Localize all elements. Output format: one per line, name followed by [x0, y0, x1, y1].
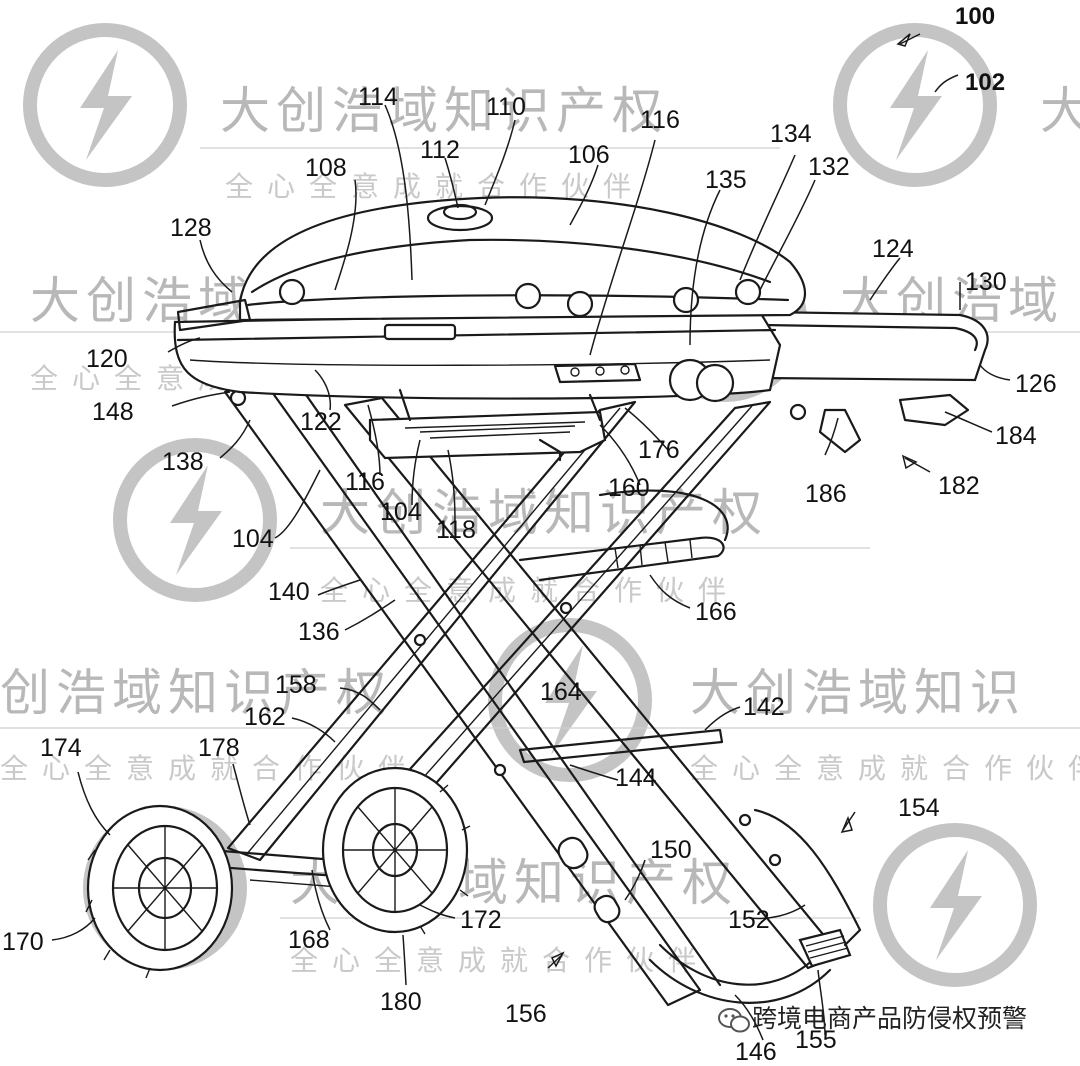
label-130: 130 [965, 268, 1007, 296]
label-160: 160 [608, 474, 650, 502]
label-120: 120 [86, 345, 128, 373]
watermark-seal-icon [23, 23, 187, 187]
label-122: 122 [300, 408, 342, 436]
watermark-slogan: 全心全意成就合作伙伴 [290, 944, 710, 977]
label-128: 128 [170, 214, 212, 242]
side-table-left [176, 298, 252, 332]
label-186: 186 [805, 480, 847, 508]
label-146: 146 [735, 1038, 777, 1066]
label-116: 116 [640, 106, 680, 134]
label-136: 136 [298, 618, 340, 646]
watermark-brand: 大创浩域知识产权 [220, 82, 668, 140]
watermark-seal-icon [113, 438, 277, 602]
label-134: 134 [770, 120, 812, 148]
label-138: 138 [162, 448, 204, 476]
label-112: 112 [420, 136, 460, 164]
watermark-slogan: 全心全意成就合作伙伴 [320, 574, 740, 607]
label-166: 166 [695, 598, 737, 626]
label-184: 184 [995, 422, 1037, 450]
label-174: 174 [40, 734, 82, 762]
label-156: 156 [505, 1000, 547, 1028]
label-180: 180 [380, 988, 422, 1016]
label-124: 124 [872, 235, 914, 263]
label-100: 100 [955, 3, 995, 30]
label-106: 106 [568, 141, 610, 169]
footer-caption-text: 跨境电商产品防侵权预警 [752, 1004, 1027, 1033]
label-170: 170 [2, 928, 44, 956]
grill-lid [238, 196, 806, 322]
label-126: 126 [1015, 370, 1057, 398]
watermark-brand-left: 创浩域知识产权 [0, 664, 392, 722]
label-152: 152 [728, 906, 770, 934]
label-135: 135 [705, 166, 747, 194]
label-142: 142 [743, 693, 785, 721]
watermark-brand-fragment: 大 [1040, 82, 1080, 140]
label-150: 150 [650, 836, 692, 864]
watermark-slogan: 全心全意成就合作伙伴 [0, 752, 420, 785]
reference-numerals: 100 102 114 110 116 134 112 106 108 132 … [2, 3, 1057, 1066]
leader-lines [51, 33, 1011, 1041]
label-148: 148 [92, 398, 134, 426]
grill-body [173, 310, 782, 462]
label-182: 182 [938, 472, 980, 500]
label-162: 162 [244, 703, 286, 731]
label-155: 155 [795, 1026, 837, 1054]
label-144: 144 [615, 764, 657, 792]
side-table-right [758, 310, 989, 454]
label-158: 158 [275, 671, 317, 699]
footer-caption: 跨境电商产品防侵权预警 [718, 1004, 1027, 1033]
label-104: 104 [232, 525, 274, 553]
label-104b: 104 [380, 498, 422, 526]
label-116b: 116 [345, 468, 385, 496]
label-114: 114 [358, 83, 398, 111]
label-168: 168 [288, 926, 330, 954]
label-132: 132 [808, 153, 850, 181]
label-140: 140 [268, 578, 310, 606]
grill-drawing [85, 196, 989, 1007]
watermark-seal-icon [833, 23, 997, 187]
wechat-icon [718, 1008, 750, 1033]
label-154: 154 [898, 794, 940, 822]
label-176: 176 [638, 436, 680, 464]
label-118: 118 [436, 516, 476, 544]
watermark-seal-icon [873, 823, 1037, 987]
wheel-right [321, 766, 471, 935]
label-102: 102 [965, 69, 1005, 96]
wheel-left [85, 804, 234, 979]
watermark-slogan: 全心全意成就合作伙伴 [225, 170, 645, 203]
label-178: 178 [198, 734, 240, 762]
watermark-slogan: 全心全意成就合作伙伴 [690, 752, 1080, 785]
watermark-brand-right: 大创浩域知识 [690, 664, 1026, 722]
label-172: 172 [460, 906, 502, 934]
label-108: 108 [305, 154, 347, 182]
label-164: 164 [540, 678, 582, 706]
label-110: 110 [486, 93, 526, 121]
